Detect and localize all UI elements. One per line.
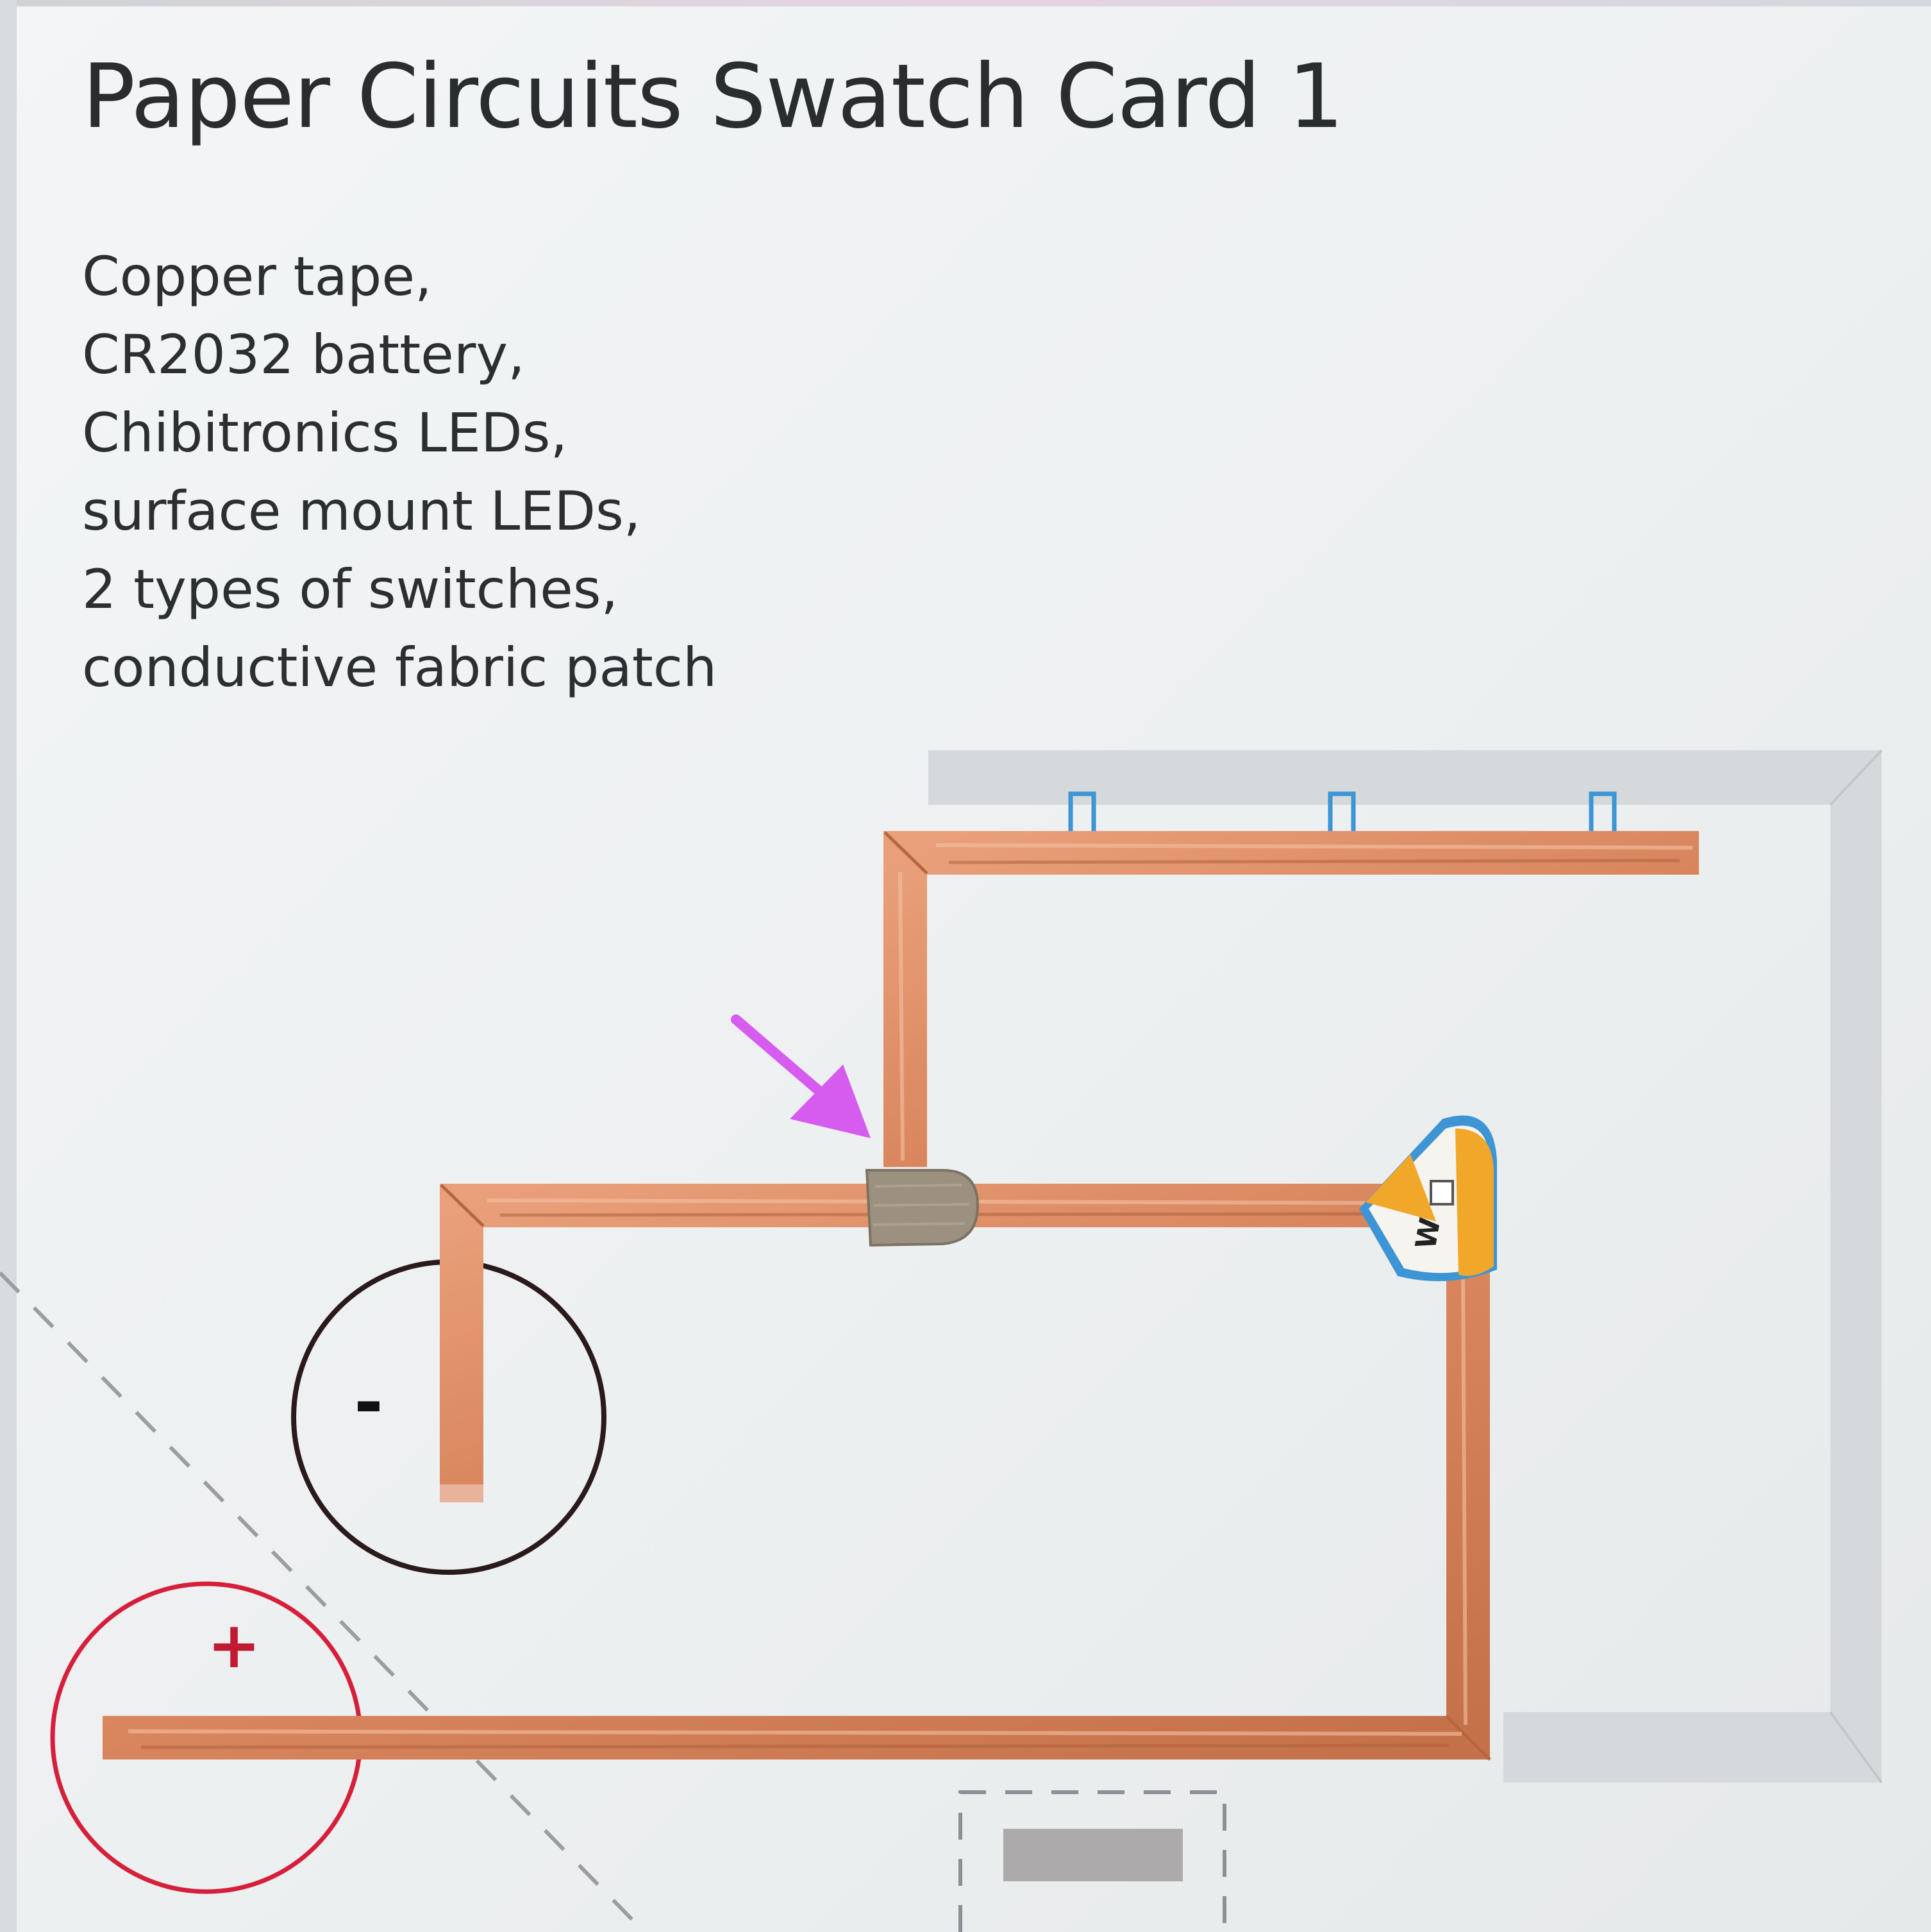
card-top-edge	[0, 0, 1931, 6]
material-item: CR2032 battery,	[82, 323, 525, 386]
card-title: Paper Circuits Swatch Card 1	[82, 45, 1344, 148]
guide-frame	[928, 749, 1883, 1784]
card-slot	[958, 1790, 1226, 1932]
positive-label: +	[207, 1608, 261, 1683]
conductive-fabric-patch	[865, 1169, 980, 1247]
material-item: 2 types of switches,	[82, 558, 619, 621]
led-sticker-label: W	[1410, 1215, 1448, 1252]
led-sticker: W	[1359, 1115, 1497, 1281]
material-item: Chibitronics LEDs,	[82, 401, 568, 464]
negative-tape-end	[440, 1484, 483, 1502]
copper-tape-traces	[103, 831, 1699, 1761]
copper-trace-top	[883, 831, 1699, 1167]
led-pad-negative	[1366, 1154, 1436, 1222]
slot-window	[1003, 1829, 1183, 1881]
pointer-arrow	[731, 1014, 871, 1138]
led-chip	[1430, 1180, 1454, 1205]
arrow-shaft	[731, 1014, 832, 1103]
material-item: Copper tape,	[82, 245, 432, 308]
battery-positive-marker: +	[50, 1581, 363, 1894]
arrow-head	[790, 1064, 871, 1138]
copper-trace-bottom	[103, 1257, 1490, 1760]
fold-line	[0, 1271, 646, 1932]
led-pad-positive	[1455, 1129, 1494, 1276]
material-item: surface mount LEDs,	[82, 480, 641, 542]
card-left-edge	[0, 0, 17, 1932]
materials-list: Copper tape, CR2032 battery, Chibitronic…	[82, 237, 717, 707]
material-item: conductive fabric patch	[82, 636, 717, 699]
negative-label: -	[354, 1361, 383, 1443]
